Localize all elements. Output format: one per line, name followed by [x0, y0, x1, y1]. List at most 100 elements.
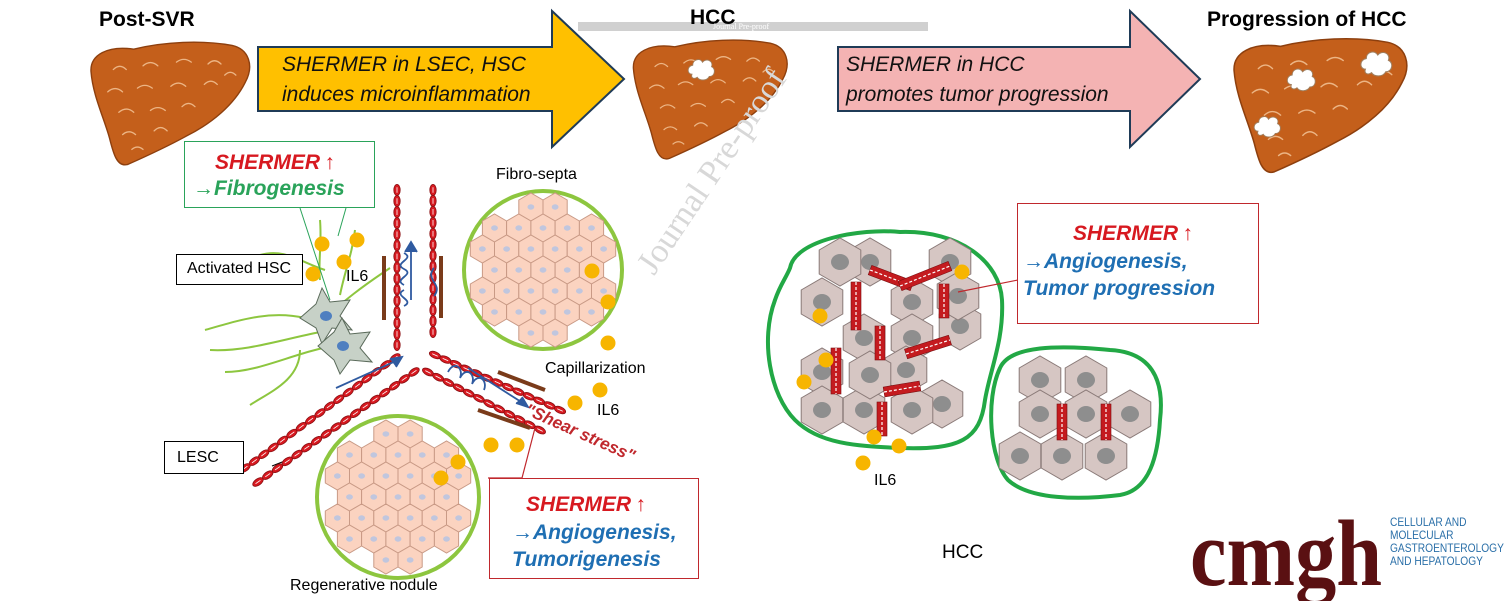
- blood-flow-arrows: [335, 240, 531, 409]
- arrow-post-svr-to-hcc: [257, 8, 626, 150]
- il6-dot: [584, 263, 600, 279]
- nucleus: [346, 452, 353, 458]
- nucleus: [949, 288, 967, 304]
- nucleus: [563, 225, 571, 231]
- stage-title-hcc: HCC: [690, 6, 736, 29]
- nucleus: [551, 288, 559, 294]
- il6-dot: [349, 232, 365, 248]
- nucleus: [382, 557, 390, 563]
- arrow1-line1: SHERMER in LSEC, HSC: [282, 53, 526, 76]
- nucleus: [455, 473, 463, 479]
- nucleus: [861, 254, 879, 270]
- il6-dot: [600, 335, 616, 351]
- tumor-outline-large: [765, 229, 1005, 451]
- nucleus: [478, 246, 486, 252]
- angiogenesis-label: →Angiogenesis,: [512, 521, 677, 544]
- nucleus: [527, 246, 535, 252]
- nucleus: [600, 288, 608, 294]
- hsc-fibers: [204, 219, 391, 406]
- nucleus: [813, 294, 831, 310]
- sinusoid-vessels: [239, 183, 567, 487]
- nucleus: [370, 494, 378, 500]
- nucleus: [813, 364, 831, 380]
- nucleus: [394, 494, 402, 500]
- tumor-cell-grid: [800, 237, 982, 435]
- capillary: [830, 347, 842, 395]
- nucleus: [491, 309, 498, 315]
- nucleus: [813, 402, 831, 418]
- connector-line: [337, 207, 347, 237]
- stage-title-progression: Progression of HCC: [1207, 8, 1407, 31]
- il6-dot: [450, 454, 466, 470]
- nucleus: [443, 536, 450, 542]
- shermer-angiogenesis-box-left: SHERMER ↑ →Angiogenesis, Tumorigenesis: [489, 478, 699, 579]
- nucleus: [491, 225, 498, 231]
- arrow1-text: SHERMER in LSEC, HSC induces microinflam…: [282, 50, 531, 110]
- nucleus: [903, 330, 921, 346]
- capillary: [1100, 403, 1112, 441]
- nucleus: [527, 204, 535, 210]
- nucleus: [491, 267, 498, 273]
- nucleus: [333, 515, 341, 521]
- capillary: [938, 283, 950, 319]
- activated-hsc-label: Activated HSC: [176, 254, 303, 285]
- journal-name-line: MOLECULAR: [1390, 528, 1454, 542]
- fibro-septa-label: Fibro-septa: [496, 166, 577, 183]
- nucleus: [1053, 448, 1071, 464]
- capillarization-label: Capillarization: [545, 360, 646, 377]
- shermer-label: SHERMER ↑: [1073, 222, 1193, 245]
- nucleus: [418, 494, 426, 500]
- stage-title-post-svr: Post-SVR: [99, 8, 195, 31]
- nucleus: [527, 330, 535, 336]
- capillary: [850, 281, 862, 331]
- nucleus: [418, 452, 426, 458]
- tumor-progression-label: Tumor progression: [1023, 277, 1216, 300]
- nucleus: [430, 515, 438, 521]
- nucleus: [575, 246, 583, 252]
- nucleus: [1031, 372, 1049, 388]
- nucleus: [358, 473, 366, 479]
- nucleus: [418, 536, 426, 542]
- nucleus: [563, 267, 571, 273]
- hcc-label: HCC: [942, 542, 984, 563]
- shermer-label: SHERMER ↑: [215, 151, 335, 174]
- nucleus: [588, 309, 595, 315]
- nucleus: [563, 309, 571, 315]
- arrow2-text: SHERMER in HCC promotes tumor progressio…: [846, 50, 1109, 110]
- nucleus: [897, 362, 915, 378]
- hepatocyte-grid: [324, 419, 472, 575]
- il6-label: IL6: [597, 402, 620, 419]
- nucleus: [370, 452, 378, 458]
- tumor-cell-grid: [998, 355, 1152, 481]
- nucleus: [346, 494, 353, 500]
- nucleus: [1077, 406, 1095, 422]
- il6-dot: [433, 470, 449, 486]
- nucleus: [358, 515, 366, 521]
- connector-line: [957, 279, 1019, 293]
- nucleus: [933, 396, 951, 412]
- nucleus: [1121, 406, 1139, 422]
- watermark-text: Journal Pre-proof: [713, 22, 770, 31]
- nucleus: [515, 267, 523, 273]
- connector-line: [488, 427, 536, 479]
- nucleus: [406, 473, 414, 479]
- il6-dot: [818, 352, 834, 368]
- journal-name-line: CELLULAR AND: [1390, 515, 1467, 529]
- nucleus: [551, 246, 559, 252]
- fibrogenesis-label: →Fibrogenesis: [193, 177, 345, 200]
- journal-name: CELLULAR AND MOLECULAR GASTROENTEROLOGY …: [1390, 516, 1504, 568]
- capillary: [876, 401, 888, 437]
- nucleus: [515, 225, 523, 231]
- nucleus: [406, 557, 414, 563]
- nucleus: [831, 254, 849, 270]
- arrow1-line2: induces microinflammation: [282, 83, 531, 106]
- nucleus: [394, 536, 402, 542]
- il6-dot: [796, 374, 812, 390]
- il6-dot: [891, 438, 907, 454]
- nucleus: [600, 246, 608, 252]
- il6-label: IL6: [346, 268, 369, 285]
- journal-name-line: GASTROENTEROLOGY: [1390, 541, 1504, 555]
- il6-dot: [314, 236, 330, 252]
- tumorigenesis-label: Tumorigenesis: [512, 548, 661, 571]
